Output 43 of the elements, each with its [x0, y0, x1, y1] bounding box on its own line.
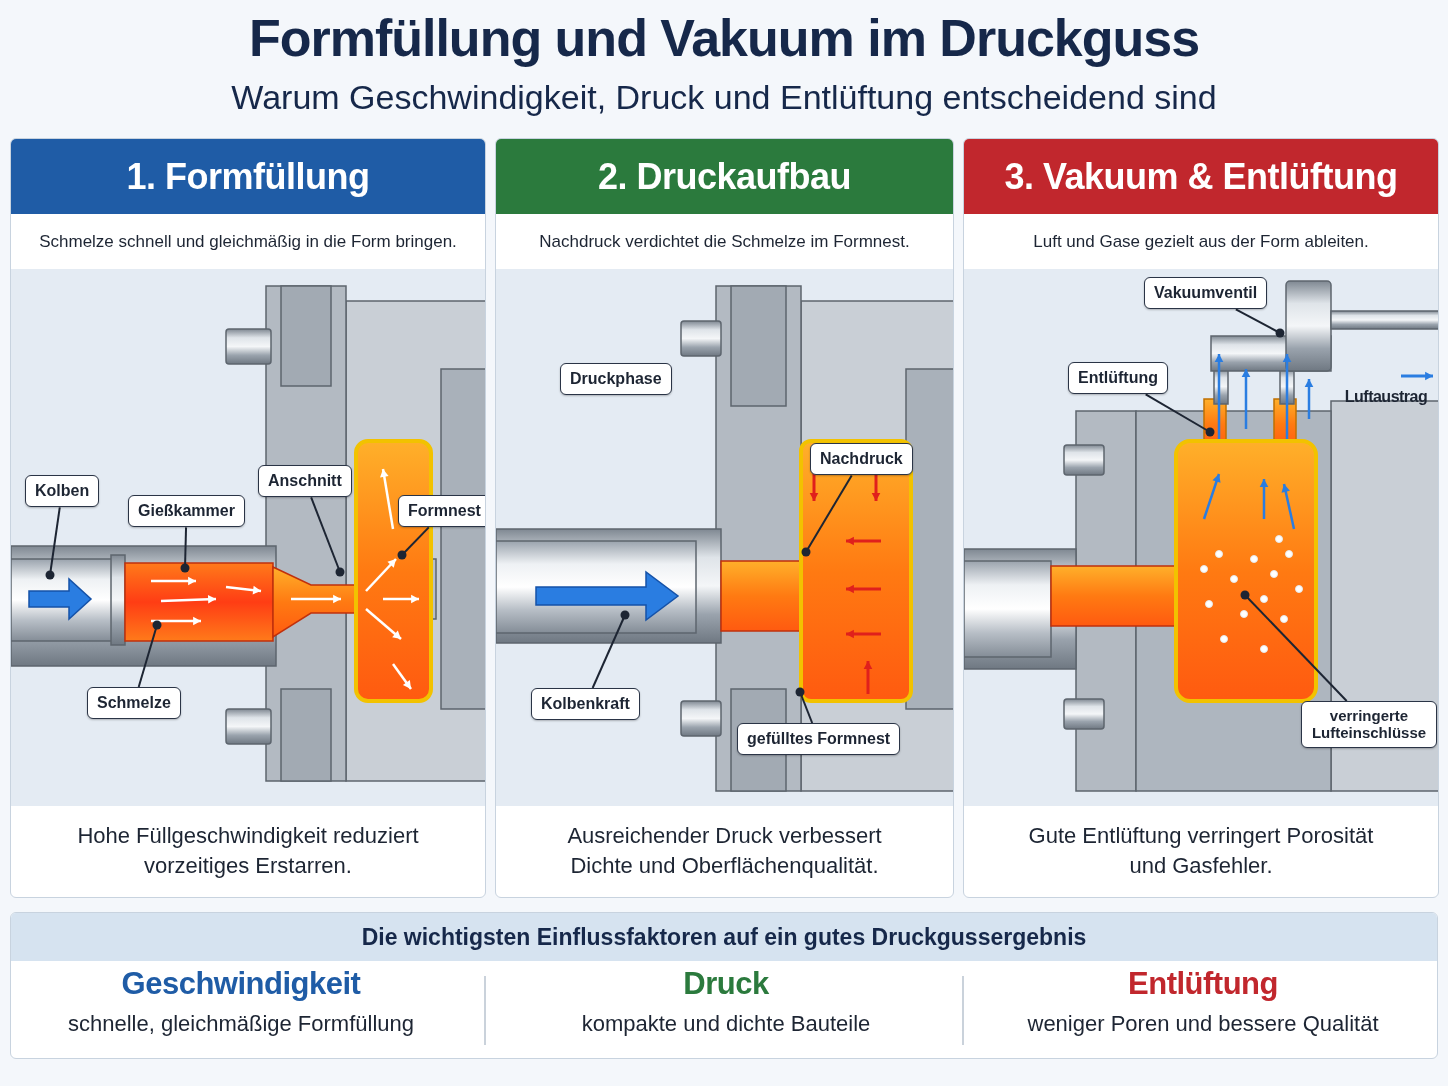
- leader-line: [801, 474, 853, 557]
- subtitle: Warum Geschwindigkeit, Druck und Entlüftung entscheidend sind: [230, 78, 1218, 117]
- leader-line: [45, 506, 61, 580]
- factor-text: weniger Poren und bessere Qualität: [1026, 1011, 1380, 1037]
- panel-note: Ausreichender Druck verbessert Dichte und Oberflächenqualität.: [566, 822, 883, 880]
- factor-heading: Druck: [682, 966, 770, 1002]
- leader-line: [1240, 590, 1348, 702]
- factor-heading: Geschwindigkeit: [120, 966, 362, 1002]
- leader-line: [591, 610, 630, 689]
- leader-line: [795, 687, 814, 724]
- panel-heading: 2. Druckaufbau: [496, 139, 953, 214]
- step-panel: [495, 138, 954, 898]
- panel-note: Hohe Füllgeschwindigkeit reduziert vorzeitiges Erstarren.: [76, 822, 420, 880]
- callout-label: Entlüftung: [1068, 362, 1168, 395]
- callout-label: gefülltes Formnest: [737, 723, 901, 756]
- factor-text: kompakte und dichte Bauteile: [580, 1011, 872, 1037]
- callout-label: Vakuumventil: [1144, 277, 1268, 310]
- leader-line: [180, 526, 190, 573]
- callout-label: Formnest: [398, 495, 485, 528]
- callout-label: verringerte Lufteinschlüsse: [1301, 701, 1437, 748]
- callout-label: Schmelze: [87, 687, 181, 720]
- leader-line: [397, 526, 430, 560]
- callout-label: Kolben: [25, 475, 100, 508]
- leader-line: [310, 496, 345, 577]
- callout-text: Luftaustrag: [1343, 388, 1429, 406]
- step-panel: [10, 138, 486, 898]
- panel-intro: Nachdruck verdichtet die Schmelze im Formnest.: [538, 231, 911, 252]
- main-title: Formfüllung und Vakuum im Druckguss: [247, 8, 1201, 68]
- callout-label: Nachdruck: [810, 443, 913, 476]
- callout-label: Druckphase: [560, 363, 672, 396]
- callout-label: Anschnitt: [258, 465, 352, 498]
- factor-heading: Entlüftung: [1127, 966, 1279, 1002]
- step-panel: [963, 138, 1439, 898]
- factor-text: schnelle, gleichmäßige Formfüllung: [66, 1011, 416, 1037]
- callout-label: Gießkammer: [128, 495, 245, 528]
- panel-note: Gute Entlüftung verringert Porosität und Gasfehler.: [1027, 822, 1375, 880]
- panel-intro: Schmelze schnell und gleichmäßig in die Form bringen.: [38, 231, 458, 252]
- panel-heading: 1. Formfüllung: [11, 139, 485, 214]
- panel-heading: 3. Vakuum & Entlüftung: [964, 139, 1438, 214]
- summary-panel: [10, 912, 1438, 1059]
- summary-heading: Die wichtigsten Einflussfaktoren auf ein gutes Druckgussergebnis: [361, 923, 1087, 951]
- callout-label: Kolbenkraft: [531, 688, 640, 721]
- panel-intro: Luft und Gase gezielt aus der Form ableiten.: [1032, 231, 1370, 252]
